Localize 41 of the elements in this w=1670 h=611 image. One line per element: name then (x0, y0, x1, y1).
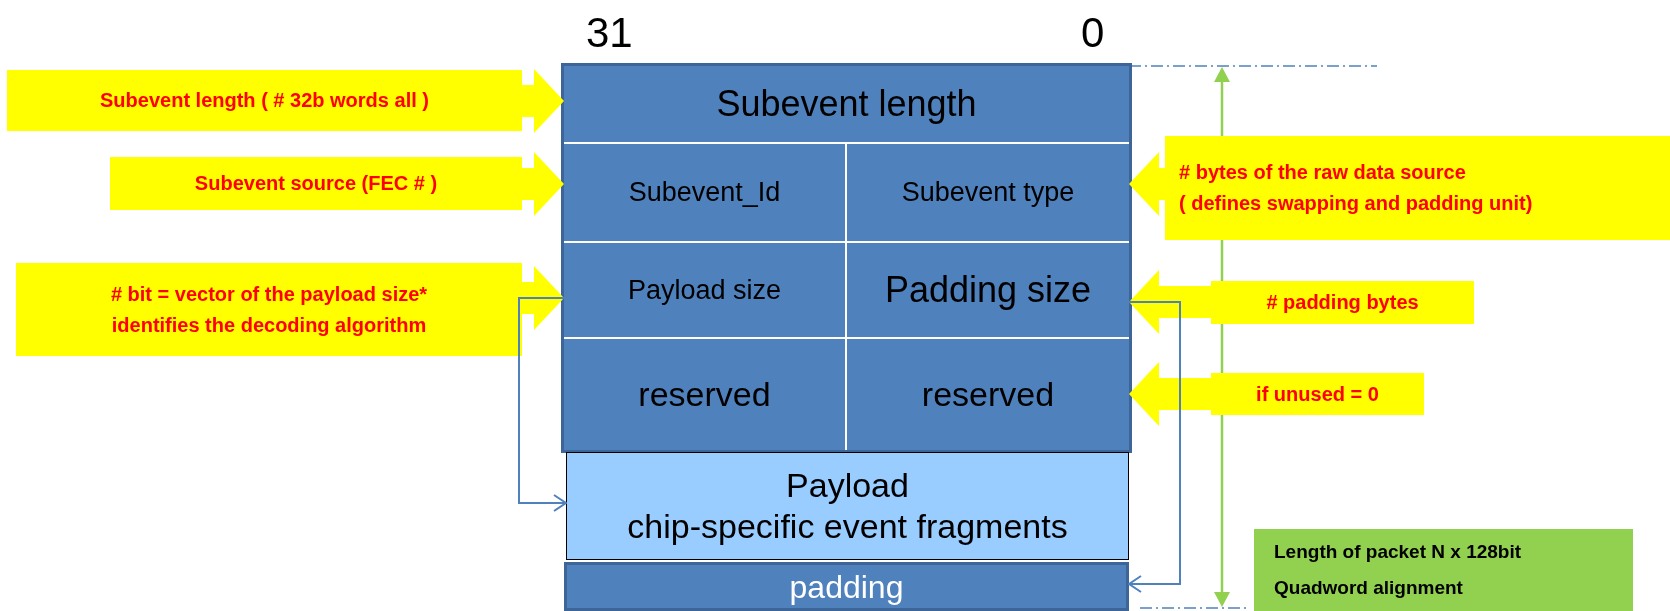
field-cell (564, 243, 847, 339)
arrow (1128, 301, 1181, 593)
callout-text: ( defines swapping and padding unit) (1179, 191, 1533, 216)
padding-bar (564, 562, 1129, 611)
callout-box (1211, 373, 1424, 415)
block-arrow (522, 266, 564, 330)
block-arrow (1129, 362, 1211, 426)
bit-number: 0 (1081, 12, 1105, 54)
note-text: Quadword alignment (1274, 576, 1464, 600)
callout-box (110, 157, 522, 210)
padding-text: padding (789, 570, 904, 603)
callout-text: # bytes of the raw data source (1179, 160, 1466, 185)
payload-text: chip-specific event fragments (627, 506, 1068, 547)
note-box (1254, 529, 1633, 611)
field-name: Subevent_Id (628, 177, 781, 208)
callout-text: identifies the decoding algorithm (111, 312, 427, 338)
block-arrow (1129, 270, 1211, 334)
arrow (518, 297, 567, 512)
payload-block (566, 452, 1129, 560)
callout-text: Subevent source (FEC # ) (194, 171, 438, 196)
callout-text: Subevent length ( # 32b words all ) (100, 88, 429, 113)
block-arrow (522, 69, 564, 133)
field-cell (564, 144, 847, 243)
callout-box (1211, 281, 1474, 324)
field-name: reserved (638, 375, 771, 414)
field-name: Payload size (627, 274, 782, 306)
note-text: Length of packet N x 128bit (1274, 539, 1523, 564)
callout-box (7, 70, 522, 131)
field-name: Subevent type (901, 177, 1075, 208)
block-arrow (522, 152, 564, 216)
field-name: Subevent length (716, 83, 977, 125)
callout-text: # bit = vector of the payload size* (110, 281, 428, 307)
callout-text: # padding bytes (1266, 290, 1419, 315)
block-arrow (1129, 152, 1165, 216)
callout-box (1165, 136, 1670, 240)
field-name: Padding size (884, 269, 1092, 311)
callout-text: if unused = 0 (1256, 381, 1379, 407)
payload-text: Payload (786, 465, 909, 506)
callout-box (16, 263, 522, 356)
field-name: reserved (921, 375, 1055, 414)
bit-number: 31 (586, 12, 633, 54)
